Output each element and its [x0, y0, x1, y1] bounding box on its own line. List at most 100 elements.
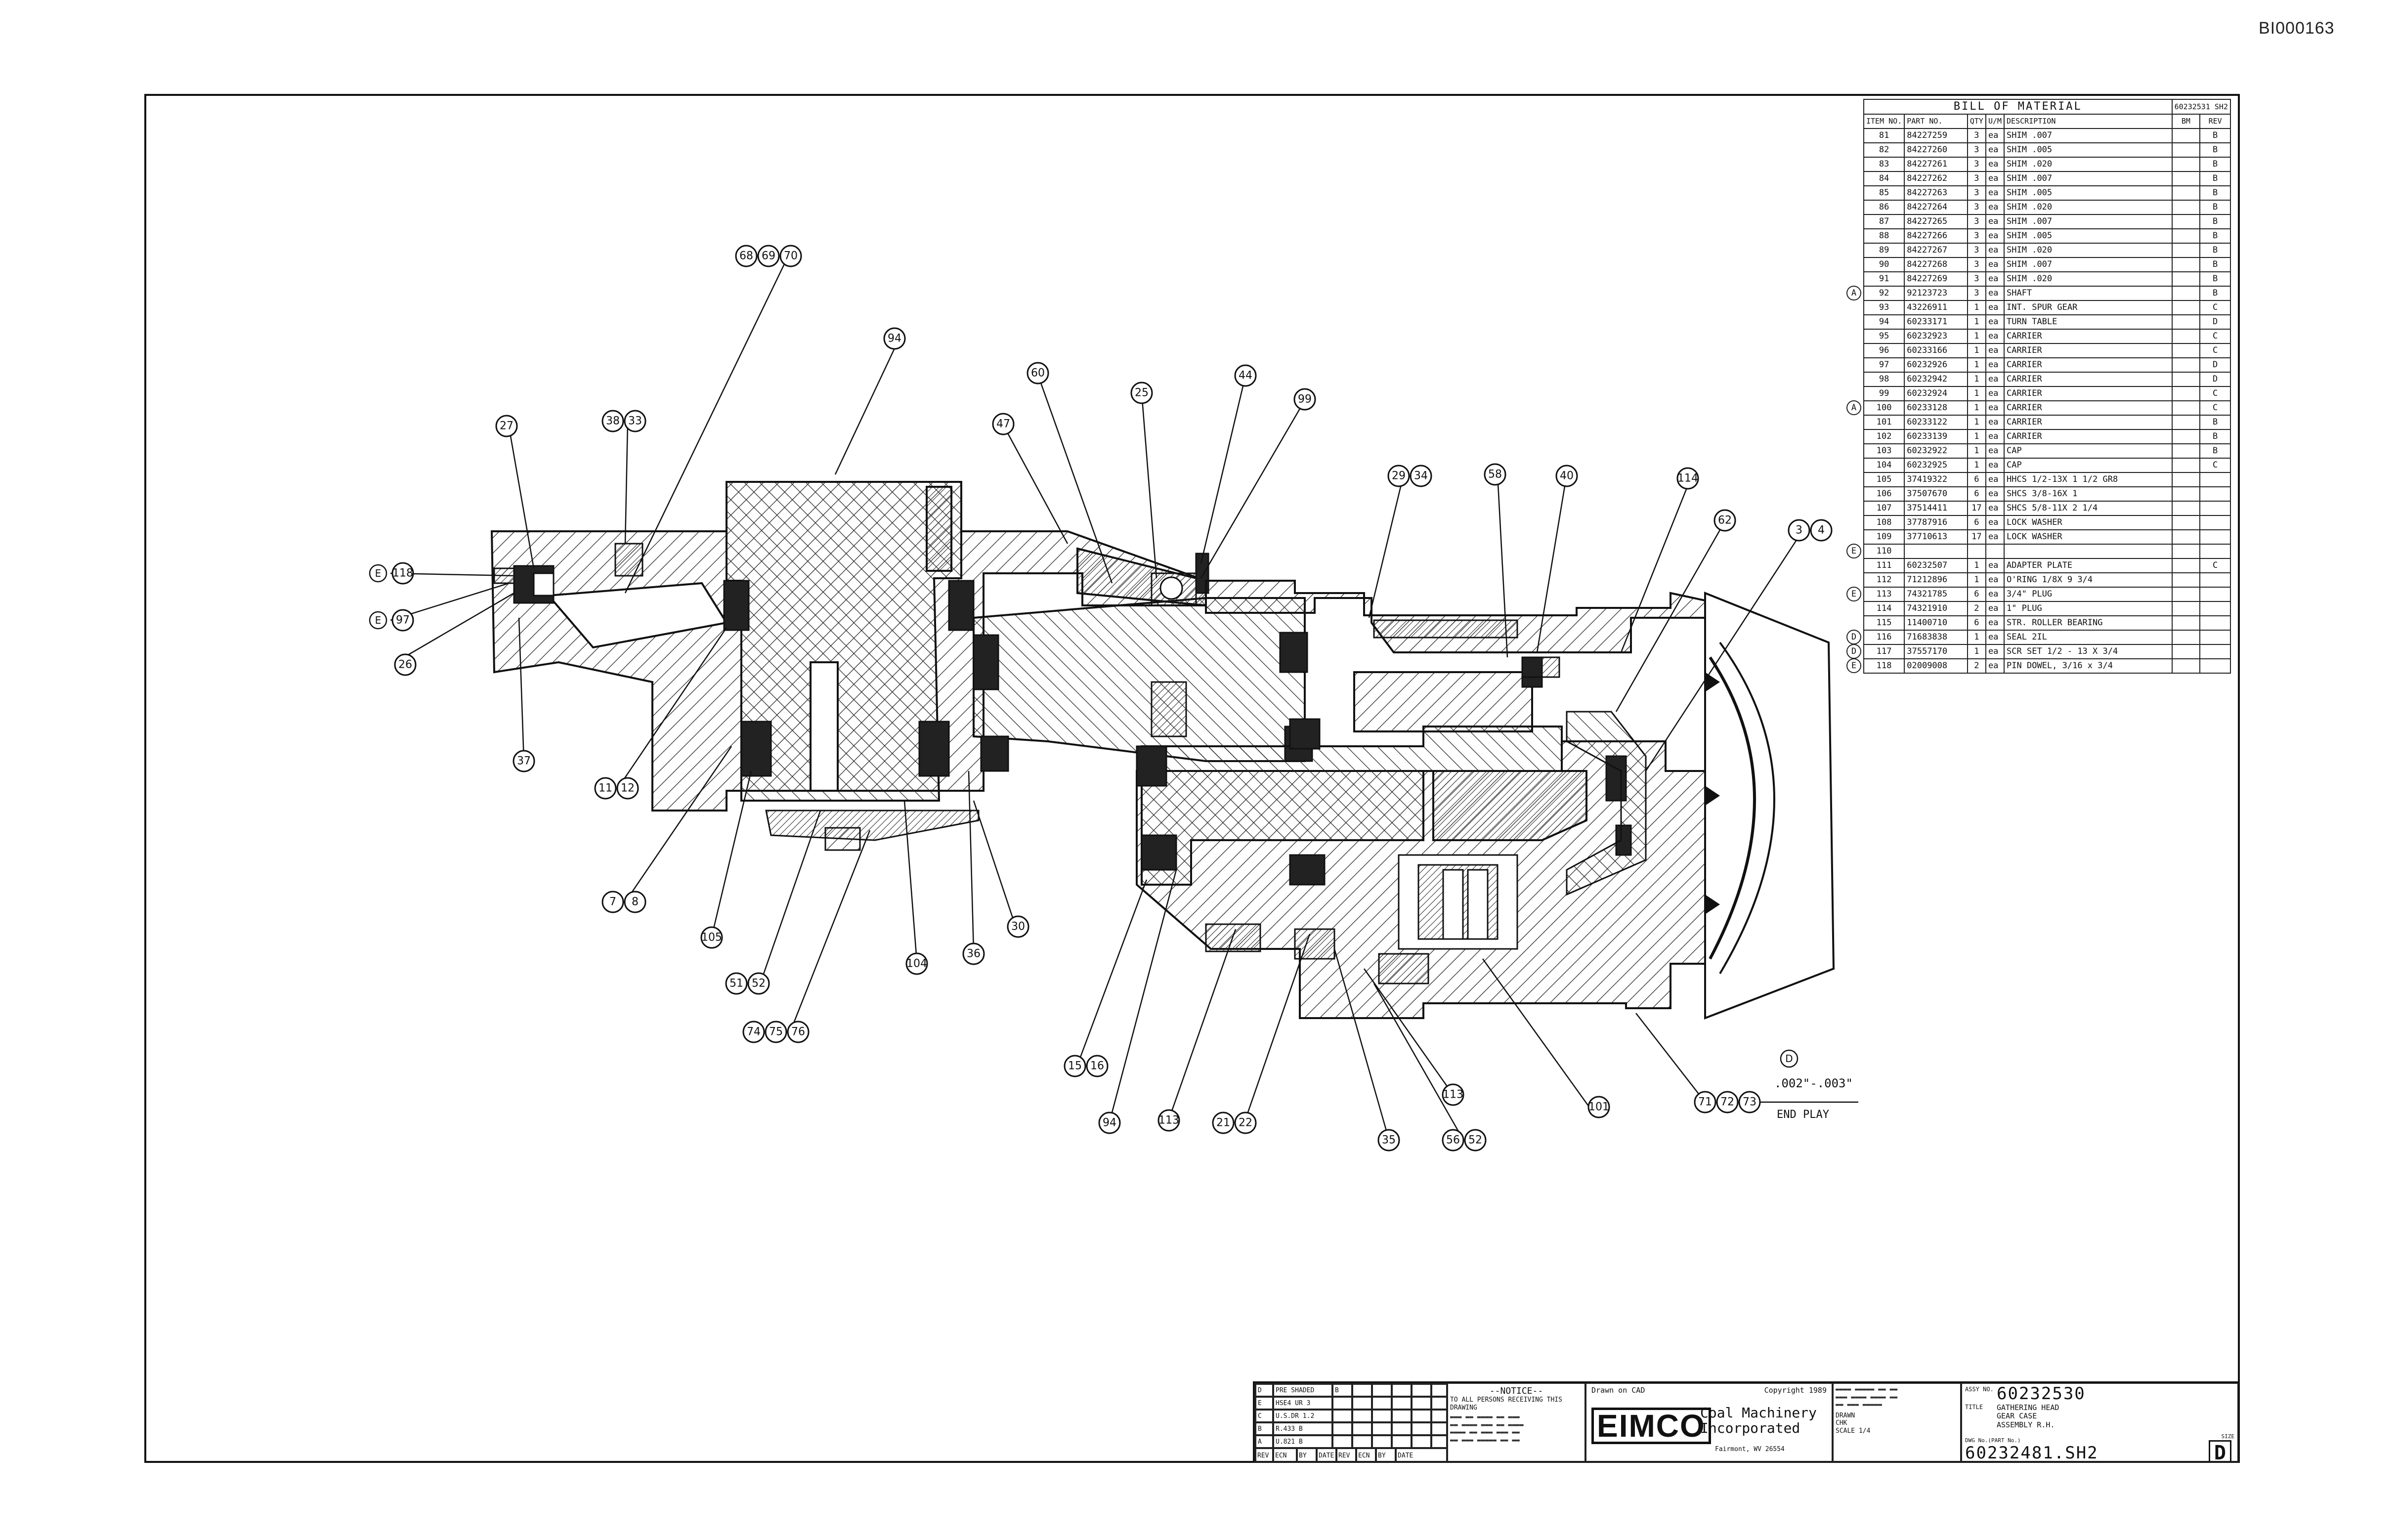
bom-cell-part: 84227269 [1904, 271, 1968, 287]
balloon[interactable]: 68 [735, 245, 758, 267]
bom-cell-rev [2199, 615, 2231, 631]
bom-cell-bm [2171, 486, 2201, 502]
balloon[interactable]: 44 [1234, 364, 1257, 387]
svg-text:71: 71 [1698, 1096, 1712, 1109]
balloon[interactable]: 11 [594, 777, 617, 800]
balloon[interactable]: 114 [1676, 467, 1699, 490]
balloon[interactable]: 60 [1027, 362, 1049, 385]
svg-text:68: 68 [739, 250, 753, 262]
balloon[interactable]: 58 [1484, 463, 1506, 486]
bom-cell-item: 98 [1863, 372, 1905, 387]
bom-cell-part: 84227259 [1904, 128, 1968, 143]
balloon[interactable]: 4 [1810, 519, 1833, 542]
svg-text:35: 35 [1382, 1134, 1396, 1147]
balloon[interactable]: 51 [725, 972, 748, 995]
balloon[interactable]: 73 [1738, 1091, 1761, 1113]
balloon[interactable]: 47 [992, 413, 1015, 435]
balloon[interactable]: 15 [1064, 1055, 1086, 1077]
balloon[interactable]: 29 [1387, 465, 1410, 487]
balloon[interactable]: 36 [962, 942, 985, 965]
balloon[interactable]: 22 [1234, 1112, 1257, 1134]
balloon[interactable]: 7 [601, 891, 624, 913]
balloon[interactable]: 27 [495, 415, 518, 437]
rev-letter-2 [1372, 1384, 1392, 1397]
balloon[interactable]: 118 [391, 562, 414, 585]
balloon[interactable]: 104 [905, 952, 928, 975]
bom-cell-qty: 1 [1967, 329, 1986, 344]
balloon[interactable]: 52 [1464, 1129, 1487, 1152]
balloon[interactable]: 70 [779, 245, 802, 267]
balloon[interactable]: 74 [742, 1021, 765, 1043]
balloon[interactable]: 35 [1377, 1129, 1400, 1152]
rev-header-cell: REV [1336, 1448, 1356, 1461]
balloon[interactable]: 94 [883, 327, 906, 350]
bom-cell-desc: SHIM .020 [2004, 271, 2173, 287]
balloon[interactable]: 26 [394, 653, 417, 676]
balloon[interactable]: 21 [1212, 1112, 1235, 1134]
company-name: Coal Machinery Incorporated [1700, 1405, 1817, 1436]
balloon[interactable]: 30 [1007, 915, 1029, 938]
balloon[interactable]: 16 [1086, 1055, 1109, 1077]
bom-cell-rev: C [2199, 458, 2231, 473]
balloon[interactable]: 40 [1555, 465, 1578, 487]
bom-cell-item: 102 [1863, 429, 1905, 444]
bom-cell-bm [2171, 372, 2201, 387]
rev-date [1352, 1384, 1372, 1397]
balloon[interactable]: 72 [1716, 1091, 1739, 1113]
bom-cell-bm [2171, 185, 2201, 201]
balloon[interactable]: 113 [1442, 1083, 1464, 1106]
balloon[interactable]: 105 [700, 926, 723, 949]
balloon[interactable]: 25 [1130, 382, 1153, 404]
bom-cell-part: 60233166 [1904, 343, 1968, 358]
balloon[interactable]: 76 [787, 1021, 810, 1043]
balloon[interactable]: 37 [513, 750, 535, 772]
bom-cell-part: 84227266 [1904, 228, 1968, 244]
bom-cell-rev: B [2199, 214, 2231, 229]
balloon[interactable]: 101 [1587, 1096, 1610, 1118]
balloon[interactable]: 99 [1293, 388, 1316, 411]
balloon[interactable]: 69 [757, 245, 780, 267]
bom-cell-bm [2171, 529, 2201, 545]
balloon[interactable]: 75 [765, 1021, 787, 1043]
balloon[interactable]: 62 [1713, 509, 1736, 532]
bom-cell-um: ea [1985, 128, 2005, 143]
svg-text:76: 76 [791, 1026, 805, 1038]
bom-cell-rev [2199, 572, 2231, 588]
bom-cell-part: 37514411 [1904, 501, 1968, 516]
balloon[interactable]: 34 [1410, 465, 1432, 487]
title-line-3: ASSEMBLY R.H. [1997, 1420, 2055, 1429]
balloon[interactable]: 52 [747, 972, 770, 995]
bom-cell-desc: SHCS 5/8-11X 2 1/4 [2004, 501, 2173, 516]
balloon[interactable]: 56 [1442, 1129, 1464, 1152]
balloon[interactable]: 12 [616, 777, 639, 800]
bom-cell-qty: 1 [1967, 415, 1986, 430]
bom-cell-item: 116 [1863, 630, 1905, 645]
bom-cell-rev [2199, 472, 2231, 487]
balloon[interactable]: 94 [1098, 1112, 1121, 1134]
balloon[interactable]: 8 [624, 891, 646, 913]
balloon[interactable]: 3 [1788, 519, 1810, 542]
rev-header-cell: REV [1255, 1448, 1273, 1461]
svg-text:113: 113 [1158, 1114, 1179, 1127]
balloon[interactable]: 33 [624, 410, 646, 432]
bom-cell-qty: 1 [1967, 443, 1986, 459]
balloon[interactable]: 38 [601, 410, 624, 432]
end-play-label: END PLAY [1777, 1109, 1829, 1121]
bom-cell-qty: 3 [1967, 171, 1986, 186]
balloon[interactable]: 97 [391, 609, 414, 632]
bill-of-material-table: BILL OF MATERIAL 60232531 SH2 ITEM NO. P… [1863, 99, 2231, 674]
bom-cell-bm [2171, 329, 2201, 344]
balloon[interactable]: 113 [1157, 1109, 1180, 1132]
balloon[interactable]: 71 [1694, 1091, 1716, 1113]
svg-text:D: D [1785, 1053, 1793, 1065]
svg-text:101: 101 [1588, 1101, 1609, 1113]
svg-text:33: 33 [628, 415, 642, 428]
bom-cell-um: ea [1985, 286, 2005, 301]
